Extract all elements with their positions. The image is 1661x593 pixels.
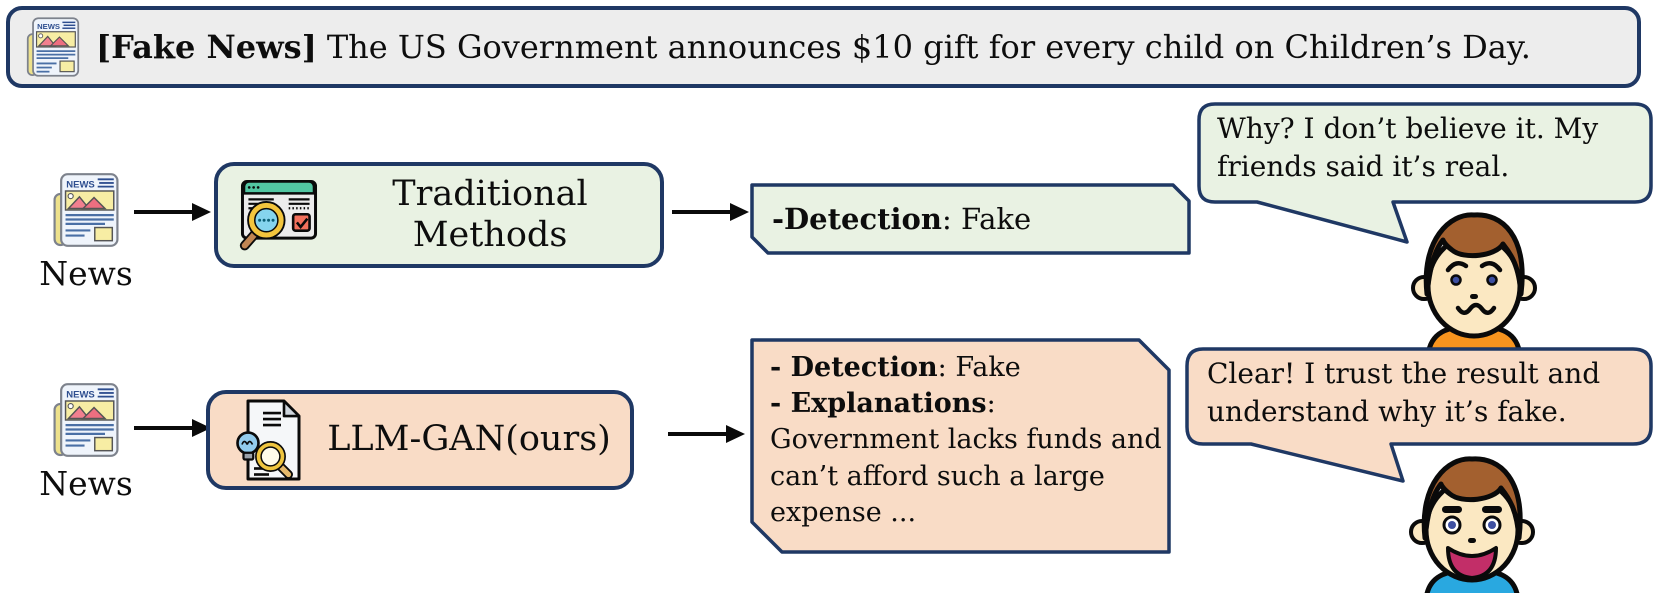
banner-tag: [Fake News] — [96, 28, 317, 66]
bubble-text: Why? I don’t believe it. My friends said… — [1217, 112, 1599, 183]
news-masthead-text: NEWS — [66, 389, 94, 400]
output-box-explanation: - Detection: Fake - Explanations: Govern… — [750, 338, 1171, 554]
detection-label: - Detection — [770, 352, 938, 383]
speech-bubble: Why? I don’t believe it. My friends said… — [1197, 102, 1653, 247]
detection-line: -Detection: Fake — [772, 183, 1031, 255]
method-label: Traditional Methods — [392, 173, 588, 255]
fake-news-banner: NEWS [Fake News]The US Government announ… — [6, 6, 1641, 88]
news-masthead-text: NEWS — [37, 22, 60, 31]
flow-arrow — [668, 425, 745, 443]
news-input-group: NEWS News — [28, 382, 144, 503]
explanation-lines: - Detection: Fake - Explanations: Govern… — [770, 350, 1170, 531]
news-masthead-text: NEWS — [66, 179, 94, 190]
detection-value: : Fake — [941, 202, 1032, 236]
output-box-detection: -Detection: Fake — [750, 183, 1191, 255]
newspaper-icon: NEWS — [53, 173, 119, 247]
web-check-search-icon — [239, 179, 318, 251]
explanation-line: - Explanations: Government lacks funds a… — [770, 386, 1170, 531]
detection-line: - Detection: Fake — [770, 350, 1170, 386]
snip-corner-box — [750, 183, 1191, 255]
happy-boy-avatar — [1409, 456, 1535, 593]
confused-boy-avatar — [1411, 212, 1537, 356]
banner-text: The US Government announces $10 gift for… — [326, 28, 1531, 66]
flow-arrow — [134, 203, 211, 221]
news-label: News — [39, 464, 133, 503]
banner-headline: [Fake News]The US Government announces $… — [96, 28, 1531, 66]
explanation-label: - Explanations — [770, 388, 987, 420]
explanation-value: : Government lacks funds and can’t affor… — [770, 388, 1162, 528]
newspaper-icon: NEWS — [53, 383, 119, 457]
method-box-llm-gan: LLM-GAN(ours) — [206, 390, 634, 490]
flow-arrow — [672, 203, 749, 221]
document-idea-search-icon — [236, 399, 301, 481]
bubble-shape — [1197, 102, 1653, 244]
flow-arrow — [134, 419, 211, 437]
detection-label: -Detection — [772, 202, 942, 236]
speech-bubble: Clear! I trust the result and understand… — [1185, 347, 1653, 487]
newspaper-icon: NEWS — [26, 17, 80, 77]
bubble-text: Clear! I trust the result and understand… — [1207, 357, 1601, 428]
snip-corner-box — [750, 338, 1171, 554]
news-label: News — [39, 254, 133, 293]
bubble-shape — [1185, 347, 1653, 483]
method-label: LLM-GAN(ours) — [327, 419, 611, 460]
detection-value: : Fake — [937, 352, 1021, 383]
news-input-group: NEWS News — [28, 172, 144, 293]
method-box-traditional: Traditional Methods — [214, 162, 664, 268]
